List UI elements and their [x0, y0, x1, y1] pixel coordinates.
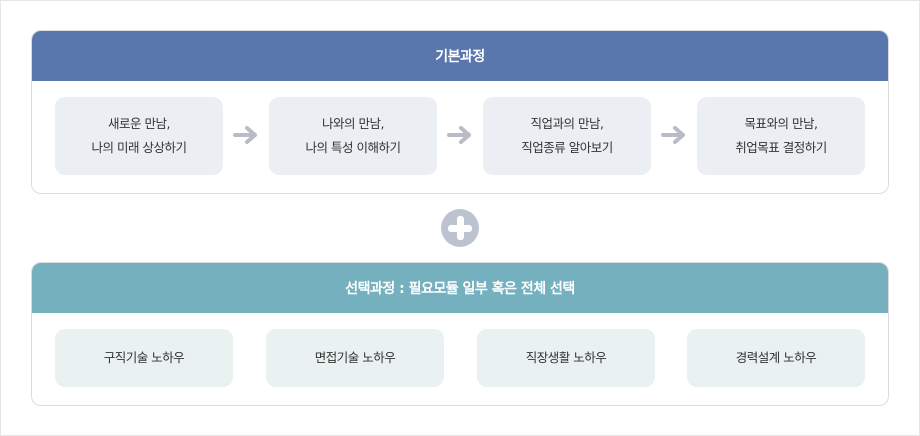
- arrow-right-icon: [661, 126, 685, 144]
- step-line2: 나의 특성 이해하기: [305, 140, 401, 155]
- module-card[interactable]: 면접기술 노하우: [266, 329, 444, 387]
- step-line1: 나와의 만남,: [322, 116, 384, 131]
- step-line1: 직업과의 만남,: [530, 116, 604, 131]
- step-card[interactable]: 새로운 만남, 나의 미래 상상하기: [55, 97, 223, 175]
- basic-course-title: 기본과정: [32, 31, 888, 81]
- step-line2: 직업종류 알아보기: [521, 140, 613, 155]
- module-card[interactable]: 구직기술 노하우: [55, 329, 233, 387]
- arrow-right-icon: [233, 126, 257, 144]
- module-card[interactable]: 직장생활 노하우: [477, 329, 655, 387]
- step-line1: 새로운 만남,: [108, 116, 170, 131]
- step-card[interactable]: 직업과의 만남, 직업종류 알아보기: [483, 97, 651, 175]
- step-line2: 나의 미래 상상하기: [91, 140, 187, 155]
- step-line1: 목표와의 만남,: [744, 116, 818, 131]
- plus-icon: [441, 209, 479, 247]
- arrow-right-icon: [447, 126, 471, 144]
- elective-course-title: 선택과정 : 필요모듈 일부 혹은 전체 선택: [32, 263, 888, 313]
- step-card[interactable]: 나와의 만남, 나의 특성 이해하기: [269, 97, 437, 175]
- step-line2: 취업목표 결정하기: [735, 140, 827, 155]
- basic-course-panel: 기본과정 새로운 만남, 나의 미래 상상하기 나와의 만남, 나의 특성 이해하기…: [31, 30, 889, 194]
- module-card[interactable]: 경력설계 노하우: [687, 329, 865, 387]
- elective-course-panel: 선택과정 : 필요모듈 일부 혹은 전체 선택 구직기술 노하우 면접기술 노하…: [31, 262, 889, 406]
- step-card[interactable]: 목표와의 만남, 취업목표 결정하기: [697, 97, 865, 175]
